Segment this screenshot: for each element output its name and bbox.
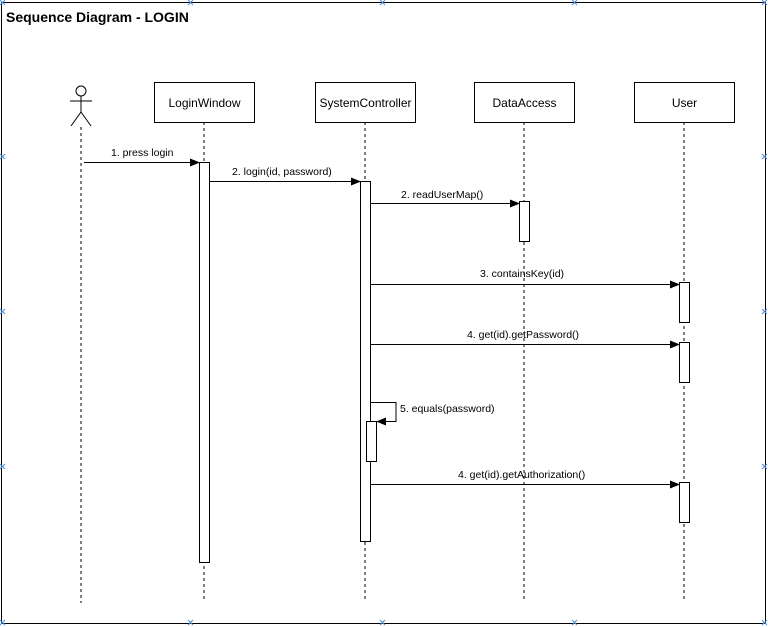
message-label-4: 3. containsKey(id) bbox=[480, 268, 565, 280]
message-label-1: 1. press login bbox=[111, 147, 174, 159]
actor-icon[interactable] bbox=[70, 85, 92, 127]
activation-user-3[interactable] bbox=[679, 482, 690, 523]
activation-user-2[interactable] bbox=[679, 342, 690, 383]
message-label-5: 4. get(id).getPassword() bbox=[467, 329, 580, 341]
selection-handle[interactable] bbox=[379, 619, 386, 626]
selection-handle[interactable] bbox=[761, 308, 768, 315]
selection-handle[interactable] bbox=[187, 619, 194, 626]
selection-handle[interactable] bbox=[379, 0, 386, 6]
selection-handle[interactable] bbox=[187, 0, 194, 6]
message-label-6: 5. equals(password) bbox=[400, 403, 495, 415]
selection-handle[interactable] bbox=[761, 153, 768, 160]
participant-user[interactable]: User bbox=[634, 82, 735, 123]
message-arrow-self[interactable] bbox=[371, 402, 397, 426]
participant-loginwindow[interactable]: LoginWindow bbox=[154, 82, 255, 123]
selection-handle[interactable] bbox=[0, 153, 6, 160]
selection-handle[interactable] bbox=[0, 463, 6, 470]
message-label-3: 2. readUserMap() bbox=[401, 189, 484, 201]
activation-loginwindow[interactable] bbox=[199, 162, 210, 563]
selection-handle[interactable] bbox=[761, 0, 768, 6]
message-label-2: 2. login(id, password) bbox=[232, 166, 332, 178]
participant-dataaccess[interactable]: DataAccess bbox=[474, 82, 575, 123]
activation-systemcontroller-self[interactable] bbox=[366, 421, 377, 462]
selection-handle[interactable] bbox=[571, 0, 578, 6]
activation-systemcontroller[interactable] bbox=[360, 181, 371, 542]
diagram-title: Sequence Diagram - LOGIN bbox=[6, 9, 189, 25]
selection-handle[interactable] bbox=[0, 0, 6, 6]
selection-handle[interactable] bbox=[761, 619, 768, 626]
selection-handle[interactable] bbox=[761, 463, 768, 470]
participant-systemcontroller[interactable]: SystemController bbox=[315, 82, 416, 123]
selection-handle[interactable] bbox=[571, 619, 578, 626]
activation-dataaccess[interactable] bbox=[519, 201, 530, 242]
activation-user-1[interactable] bbox=[679, 282, 690, 323]
selection-handle[interactable] bbox=[0, 308, 6, 315]
message-label-7: 4. get(id).getAuthorization() bbox=[458, 469, 586, 481]
selection-handle[interactable] bbox=[0, 619, 6, 626]
